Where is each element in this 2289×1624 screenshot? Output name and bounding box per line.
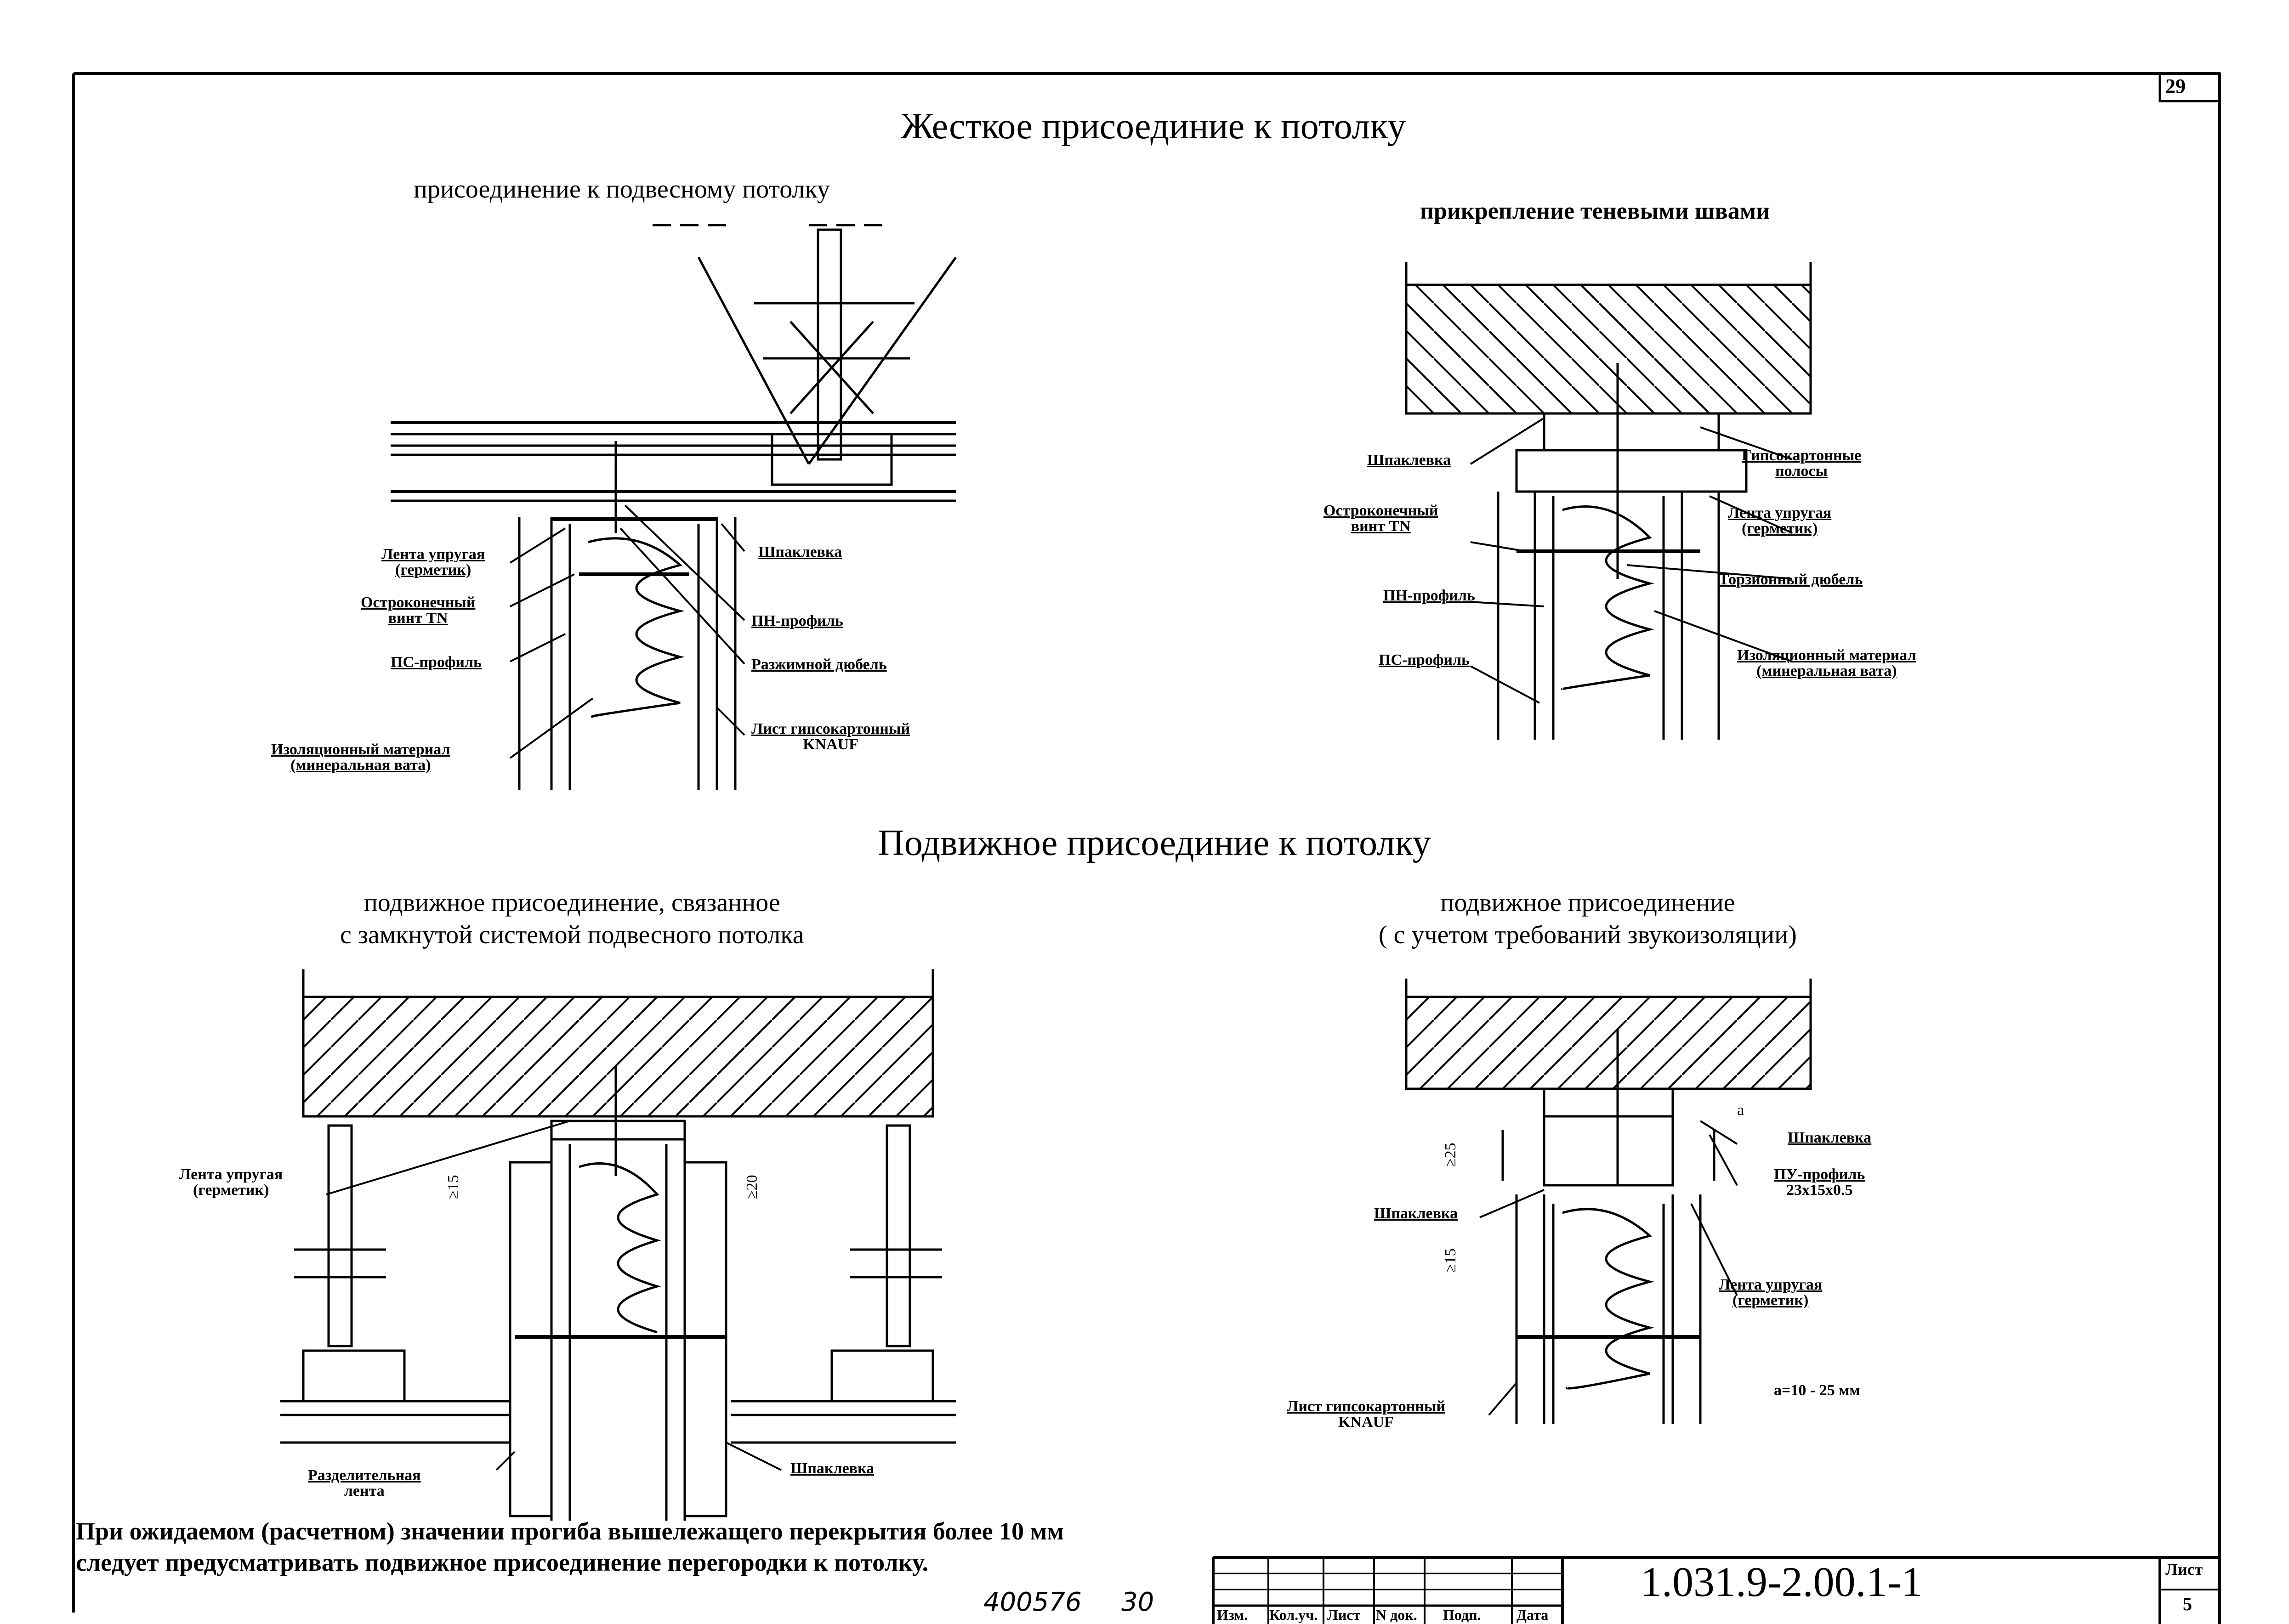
stamp-col-izm: Изм. xyxy=(1217,1607,1248,1623)
stamp-col-data: Дата xyxy=(1517,1607,1549,1623)
diagram-shadow-joints xyxy=(1405,262,1812,740)
tr-label-ps: ПС-профиль xyxy=(1379,651,1470,668)
tl-title: присоединение к подвесному потолку xyxy=(414,175,830,204)
tr-label-pn: ПН-профиль xyxy=(1383,587,1475,604)
handwritten-number: 400576 xyxy=(983,1587,1082,1617)
title-block xyxy=(1212,1556,2220,1624)
tr-label-putty: Шпаклевка xyxy=(1367,452,1451,469)
diagram-suspended-ceiling xyxy=(391,224,957,790)
br-dim-25: ≥25 xyxy=(1442,1143,1459,1167)
br-dim-15: ≥15 xyxy=(1442,1248,1459,1273)
footnote: При ожидаемом (расчетном) значении проги… xyxy=(76,1517,1064,1576)
leader-lines xyxy=(326,417,1793,1471)
tr-label-torsion: Торзионный дюбель xyxy=(1719,571,1863,588)
title-rigid: Жесткое присоединие к потолку xyxy=(901,106,1406,147)
bl-label-tape: Лента упругая(герметик) xyxy=(179,1166,283,1199)
br-label-putty1: Шпаклевка xyxy=(1788,1129,1872,1146)
br-title: подвижное присоединение( с учетом требов… xyxy=(1379,888,1797,949)
diagram-movable-closed-system xyxy=(280,969,956,1521)
sheet-label: Лист xyxy=(2165,1560,2203,1579)
br-dim-a: а xyxy=(1737,1102,1744,1119)
tl-label-ps: ПС-профиль xyxy=(391,654,482,671)
tr-title: прикрепление теневыми швами xyxy=(1420,198,1770,224)
title-movable: Подвижное присоединие к потолку xyxy=(878,823,1431,863)
br-label-tape: Лента упругая(герметик) xyxy=(1719,1276,1823,1309)
stamp-col-list: Лист xyxy=(1327,1607,1361,1623)
diagram-sound-insulation xyxy=(1405,979,1812,1424)
tl-label-pn: ПН-профиль xyxy=(751,612,843,629)
tl-label-insul: Изоляционный материал(минеральная вата) xyxy=(271,741,450,774)
document-code: 1.031.9-2.00.1-1 xyxy=(1641,1558,1923,1605)
bl-dim-15: ≥15 xyxy=(445,1175,462,1199)
br-label-putty2: Шпаклевка xyxy=(1374,1205,1458,1222)
tl-label-putty: Шпаклевка xyxy=(758,543,842,560)
tl-label-dowel: Разжимной дюбель xyxy=(751,656,887,673)
bl-label-putty: Шпаклевка xyxy=(790,1460,875,1477)
stamp-col-koluch: Кол.уч. xyxy=(1269,1607,1318,1623)
tr-label-insul: Изоляционный материал(минеральная вата) xyxy=(1737,647,1916,679)
page-number: 29 xyxy=(2165,75,2186,97)
stamp-col-podp: Подп. xyxy=(1443,1607,1481,1623)
tl-label-tape: Лента упругая(герметик) xyxy=(381,546,485,578)
handwritten-page: 30 xyxy=(1121,1587,1154,1617)
sheet-frame xyxy=(72,72,2221,1624)
br-formula: а=10 - 25 мм xyxy=(1774,1382,1860,1399)
stamp-col-ndok: N док. xyxy=(1376,1607,1417,1623)
bl-dim-20: ≥20 xyxy=(744,1175,761,1199)
sheet-number: 5 xyxy=(2183,1594,2192,1614)
tr-label-tape: Лента упругая(герметик) xyxy=(1728,504,1832,537)
